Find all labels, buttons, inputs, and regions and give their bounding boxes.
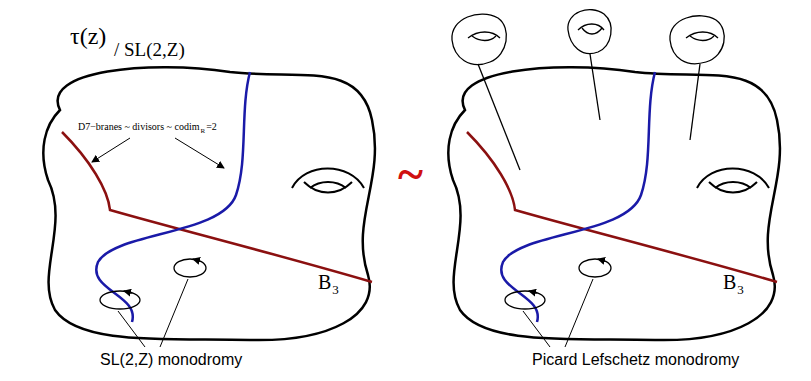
leader-arrow: [92, 138, 130, 162]
equivalence-tilde: ~: [398, 150, 423, 198]
base-label: B: [723, 272, 736, 292]
title-symbol: τ(z): [70, 24, 106, 48]
title-quotient: / SL(2,Z): [114, 40, 185, 59]
subscript: 3: [737, 283, 744, 296]
leader-arrow: [175, 138, 224, 168]
base-label: B: [318, 272, 331, 292]
subscript: R: [200, 128, 205, 135]
right-base: [448, 67, 780, 347]
caption-label: SL(2,Z) monodromy: [100, 352, 242, 368]
torus-fibres: [452, 10, 724, 170]
subscript: 3: [332, 283, 339, 296]
annotation: D7−branes ~ divisors ~ codim: [78, 122, 199, 132]
left-base: [43, 67, 375, 347]
caption-label: Picard Lefschetz monodromy: [532, 352, 739, 368]
annotation: =2: [206, 122, 217, 132]
